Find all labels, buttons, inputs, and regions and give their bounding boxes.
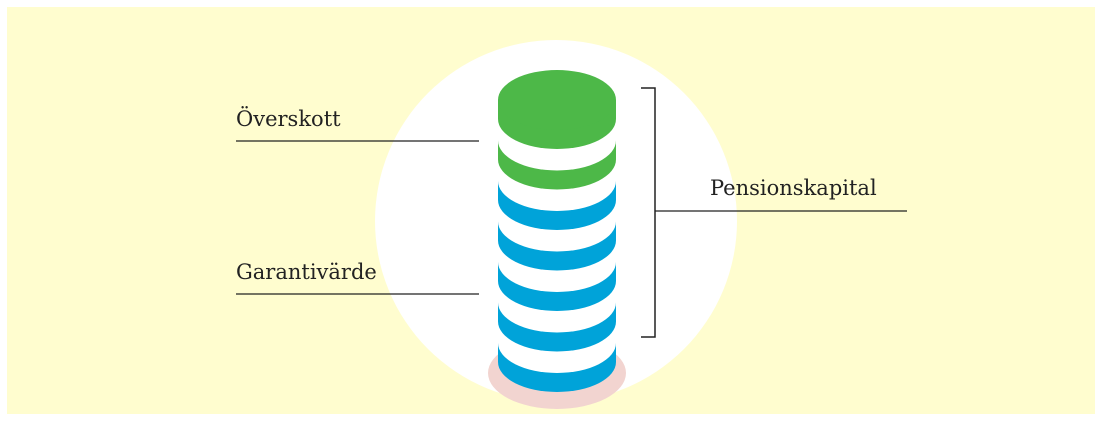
pension-capital-label: Pensionskapital [710,176,877,200]
guarantee-label: Garantivärde [236,260,377,284]
coin-stack [488,70,626,409]
surplus-coin [498,70,616,149]
surplus-label: Överskott [236,107,341,131]
pension-bracket [641,87,656,338]
